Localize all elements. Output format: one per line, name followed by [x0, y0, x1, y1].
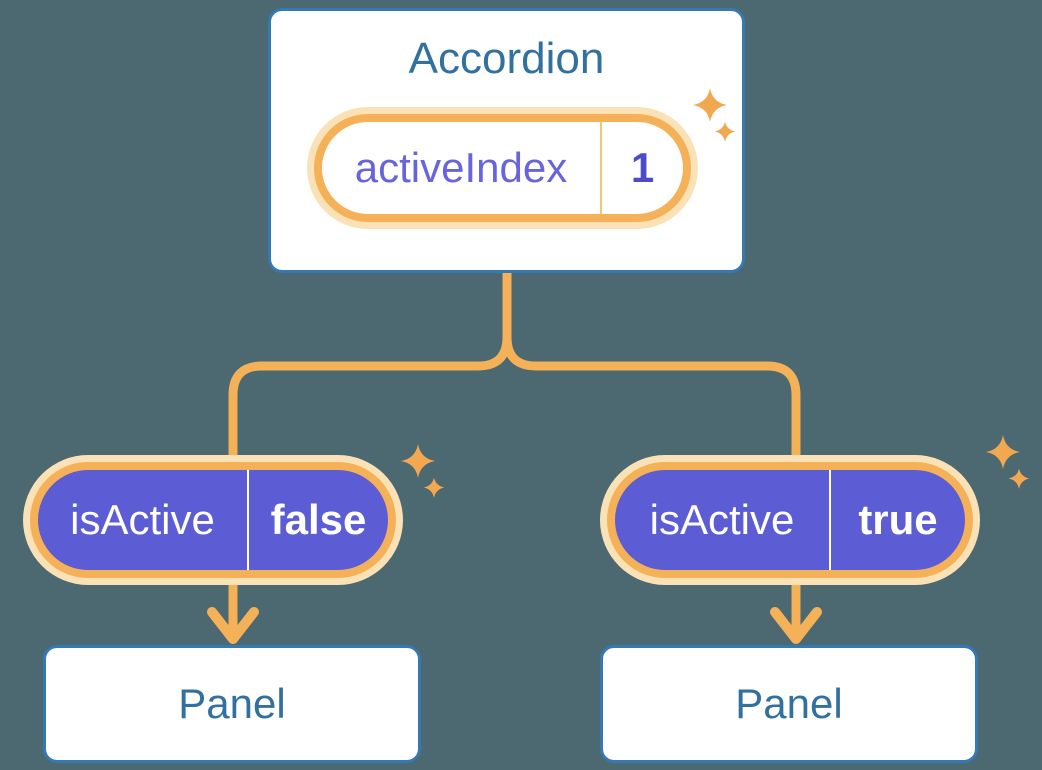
sparkle-icon [401, 444, 445, 498]
panel-title: Panel [178, 680, 286, 727]
panel-title: Panel [735, 680, 843, 727]
arrow-down-icon [770, 607, 822, 644]
accordion-component-box: Accordion activeIndex 1 [268, 8, 745, 273]
prop-pill-isactive-false: isActive false [30, 462, 396, 578]
prop-value: false [270, 496, 367, 543]
connector-right-branch [502, 265, 801, 633]
sparkle-icon [986, 435, 1030, 489]
panel-box-right: Panel [600, 645, 978, 763]
prop-value: true [858, 496, 938, 543]
panel-box-left: Panel [43, 645, 421, 763]
state-value: 1 [630, 144, 655, 191]
accordion-title: Accordion [408, 34, 605, 83]
pill-divider [829, 470, 831, 570]
sparkle-icon [693, 88, 736, 142]
arrow-down-icon [207, 607, 259, 644]
state-name: activeIndex [354, 144, 568, 191]
state-pill: activeIndex 1 [314, 114, 691, 222]
prop-name: isActive [70, 496, 215, 543]
prop-name: isActive [649, 496, 795, 543]
pill-divider [600, 122, 602, 214]
prop-pill-isactive-true: isActive true [607, 462, 973, 578]
pill-divider [247, 470, 249, 570]
